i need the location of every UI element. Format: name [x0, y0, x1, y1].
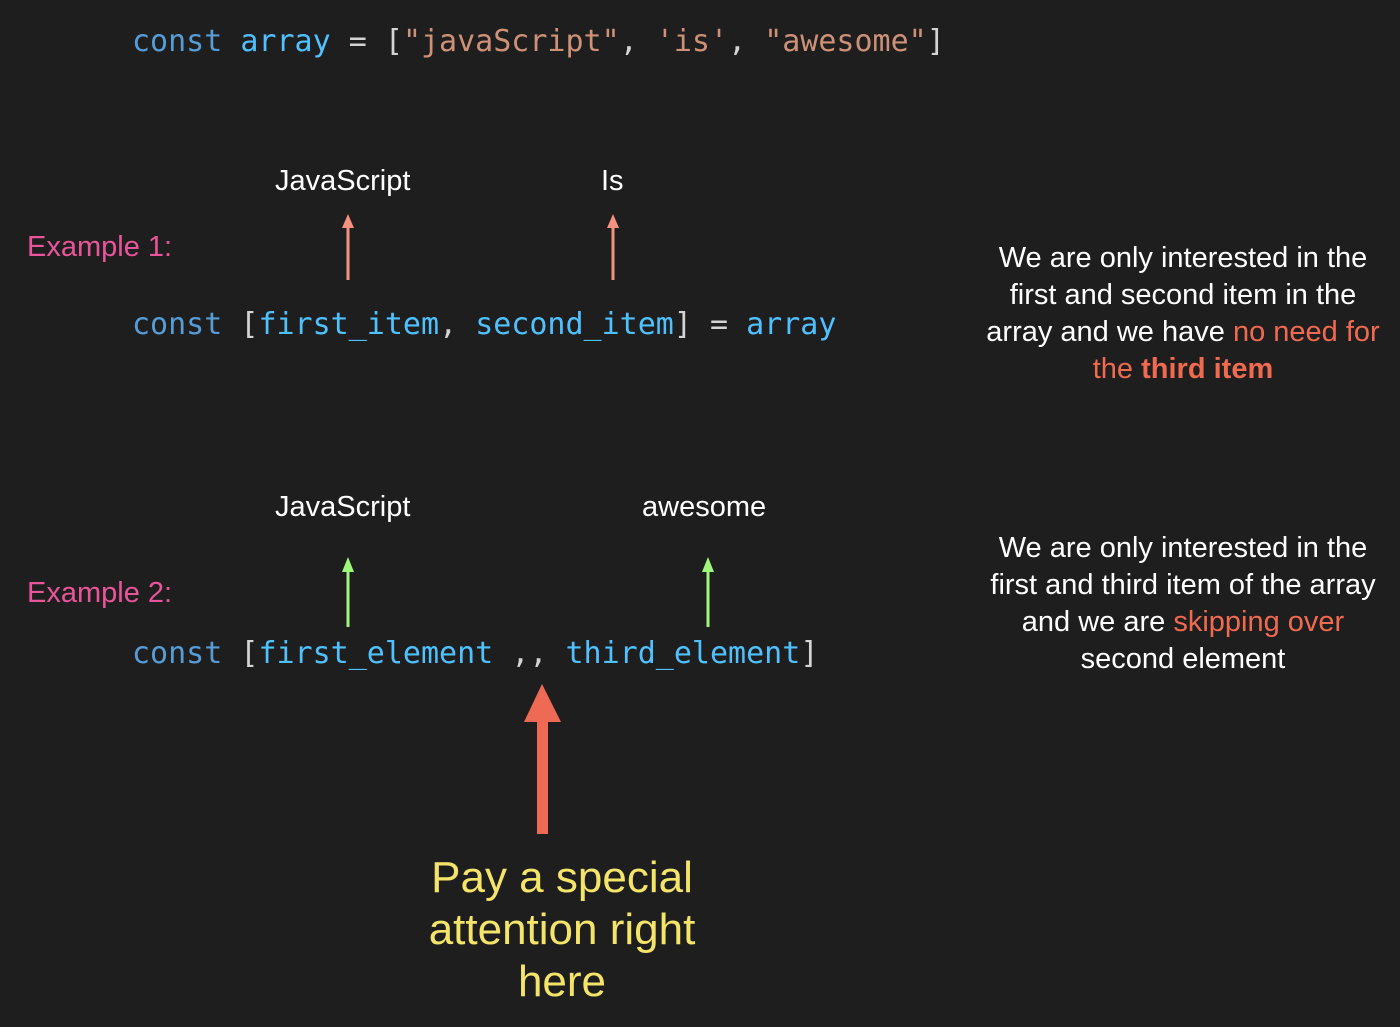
assign-operator: =	[348, 24, 367, 59]
example1-destructuring-code: const [first_item, second_item] = array	[132, 305, 836, 345]
first-item-identifier: first_item	[258, 307, 440, 342]
open-bracket: [	[240, 307, 259, 342]
string-awesome: "awesome"	[764, 24, 927, 59]
comma: ,	[439, 307, 458, 342]
example2-explanation: We are only interested in the first and …	[973, 530, 1393, 678]
comma: ,	[619, 24, 638, 59]
callout-arrow	[524, 684, 561, 834]
example1-explanation: We are only interested in the first and …	[973, 240, 1393, 388]
example1-second-arrow	[607, 214, 619, 280]
const-keyword: const	[132, 24, 223, 59]
close-bracket: ]	[926, 24, 945, 59]
example1-explanation-bold-highlight: third item	[1141, 353, 1274, 385]
example1-first-arrow	[342, 214, 354, 280]
comma: ,	[728, 24, 747, 59]
const-keyword: const	[132, 636, 223, 671]
example1-explanation-text: We are only interested in the first and …	[986, 242, 1368, 348]
example1-first-value-label: JavaScript	[275, 165, 411, 197]
attention-callout: Pay a special attention right here	[428, 853, 696, 1006]
const-keyword: const	[132, 307, 223, 342]
string-is: 'is'	[655, 24, 729, 59]
example2-heading: Example 2:	[27, 577, 173, 609]
example2-third-value-label: awesome	[642, 491, 767, 523]
example2-explanation-highlight: skipping over	[1173, 606, 1345, 638]
third-element-identifier: third_element	[565, 636, 801, 671]
example1-explanation-highlight: no need for the	[1092, 316, 1380, 385]
example2-explanation-text: We are only interested in the first and …	[990, 532, 1376, 638]
first-element-identifier: first_element	[258, 636, 494, 671]
array-declaration-code: const array = ["javaScript", 'is', "awes…	[132, 22, 945, 62]
example2-third-arrow	[702, 557, 714, 627]
example2-explanation-text-end: second element	[1080, 643, 1286, 675]
example2-first-value-label: JavaScript	[275, 491, 411, 523]
close-bracket: ]	[800, 636, 819, 671]
array-identifier: array	[746, 307, 837, 342]
example1-heading: Example 1:	[27, 231, 173, 263]
open-bracket: [	[240, 636, 259, 671]
array-identifier: array	[240, 24, 331, 59]
assign-operator: =	[710, 307, 729, 342]
close-bracket: ]	[673, 307, 692, 342]
open-bracket: [	[384, 24, 403, 59]
example2-first-arrow	[342, 557, 354, 627]
example1-second-value-label: Is	[601, 165, 624, 197]
skip-commas: ,,	[511, 636, 548, 671]
example2-destructuring-code: const [first_element ,, third_element]	[132, 634, 818, 674]
second-item-identifier: second_item	[475, 307, 674, 342]
string-javascript: "javaScript"	[402, 24, 620, 59]
